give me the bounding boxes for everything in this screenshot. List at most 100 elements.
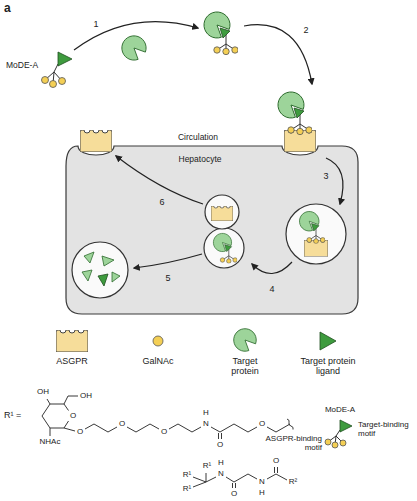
bond-line <box>248 427 257 432</box>
bond-line <box>64 396 68 404</box>
bond-line <box>220 424 234 432</box>
atom-label: H <box>203 408 209 417</box>
legend-text: Target protein ligand <box>292 356 364 377</box>
bond-line <box>193 482 206 487</box>
legend-text: GalNAc <box>128 356 188 366</box>
chemical-bonds <box>42 396 290 488</box>
bond-line <box>221 433 222 439</box>
bond-line <box>64 404 69 411</box>
atom-label: N <box>203 419 209 428</box>
bond-line <box>235 483 236 488</box>
legend-galnac-icon <box>153 336 163 346</box>
atom-label: O <box>217 440 223 449</box>
region-label: Circulation <box>178 133 218 143</box>
bond-line <box>277 467 278 473</box>
linker-line <box>336 430 340 436</box>
target-protein <box>122 36 146 60</box>
ligand-triangle <box>340 420 352 432</box>
step-arrow <box>244 25 312 84</box>
galnac-dot <box>59 78 66 85</box>
protein-fragment <box>112 272 120 282</box>
atom-label: H <box>218 458 224 467</box>
bond-line <box>127 427 136 432</box>
step-number: 4 <box>269 284 274 294</box>
protein-fragment <box>82 270 92 281</box>
asgpr-receptor <box>80 130 112 152</box>
bond-line <box>68 396 78 397</box>
bond-line <box>50 428 51 436</box>
vesicle <box>204 228 244 268</box>
atom-label: R¹ <box>203 461 211 470</box>
legend-ligand-icon <box>320 332 336 350</box>
galnac-dot <box>325 439 331 445</box>
step-number: 2 <box>303 25 308 35</box>
bond-line <box>94 424 108 432</box>
bond-line <box>169 424 178 429</box>
galnac-dot <box>42 77 49 84</box>
step-number: 3 <box>323 171 328 181</box>
lysosome <box>72 242 128 298</box>
bond-line <box>232 483 233 488</box>
bond-line <box>206 473 207 482</box>
bond-line <box>42 404 50 416</box>
atom-label: OH <box>37 387 49 396</box>
bond-line <box>108 427 117 432</box>
atom-label: O <box>259 419 265 428</box>
cell-membrane <box>66 146 358 314</box>
bond-line <box>136 424 150 432</box>
galnac-dot <box>50 81 57 88</box>
protein-fragment <box>98 274 108 286</box>
bond-line <box>234 474 248 482</box>
asgpr-receptor <box>211 206 233 221</box>
atom-label: O <box>119 419 125 428</box>
atom-label: NHAc <box>40 437 61 446</box>
ligand-triangle <box>58 52 72 66</box>
bond-line <box>85 424 94 429</box>
legend-text: Target protein <box>222 356 268 377</box>
step-arrow <box>74 22 198 50</box>
atom-label: OH <box>80 391 92 400</box>
atom-label: R¹ <box>183 484 191 493</box>
panel-letter: a <box>4 2 11 16</box>
step-number: 1 <box>93 19 98 29</box>
bond-line <box>64 428 75 431</box>
atom-label: N <box>259 477 265 486</box>
galnac-dot <box>332 442 338 448</box>
motif-label: Target-binding motif <box>358 420 415 438</box>
bond-line <box>50 428 64 429</box>
bond-line <box>178 424 192 432</box>
bond-line <box>42 416 50 428</box>
step-number: 5 <box>165 273 170 283</box>
bond-line <box>192 427 201 432</box>
bond-line <box>50 404 64 405</box>
vesicle <box>205 195 239 229</box>
galnac-dot <box>340 440 346 446</box>
molecule-label: MoDE-A <box>325 405 355 414</box>
step-number: 6 <box>159 197 164 207</box>
ternary-complex <box>213 233 237 263</box>
atom-label: O <box>77 427 83 436</box>
mode-a-molecule <box>42 52 73 88</box>
motif-label: ASGPR-binding motif <box>260 434 322 452</box>
atom-label: O <box>70 411 76 420</box>
endosome <box>286 204 346 264</box>
bond-line <box>248 474 257 479</box>
bond-line <box>193 477 206 482</box>
atom-label: H <box>259 488 265 497</box>
bond-line <box>234 424 248 432</box>
formula-label: R¹ = <box>4 410 21 420</box>
legend-receptor-icon <box>56 330 88 352</box>
linker-line <box>54 64 58 72</box>
bond-line <box>276 424 290 432</box>
bond-line <box>218 433 219 439</box>
atom-label: N <box>218 469 224 478</box>
ternary-complex <box>278 92 312 135</box>
step-arrow <box>116 156 203 204</box>
ternary-complex <box>299 211 325 243</box>
node-title: Hepatocyte <box>179 155 222 165</box>
bond-line <box>64 421 69 428</box>
protein-fragment <box>102 256 114 266</box>
bond-line <box>150 424 159 429</box>
ternary-complex <box>204 12 238 55</box>
